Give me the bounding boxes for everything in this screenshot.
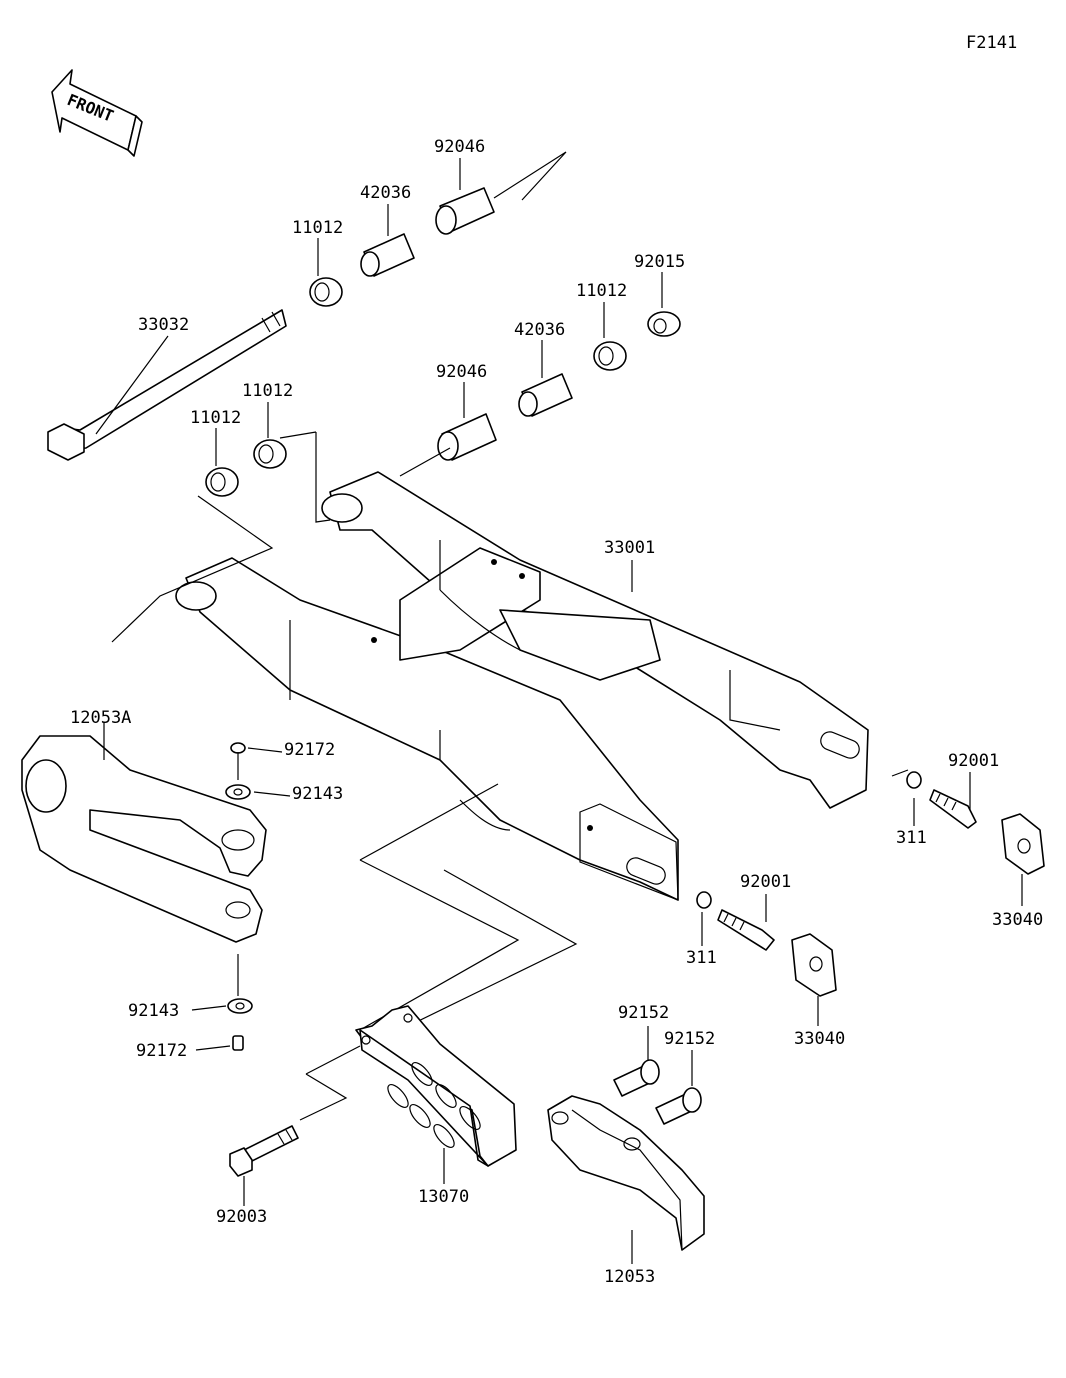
label-leaders	[95, 158, 1023, 1264]
seal-11012-mid	[593, 341, 627, 371]
label-92152-a: 92152	[618, 1003, 669, 1023]
bolt-92172-bot	[232, 1035, 244, 1051]
bolt-92172-top	[230, 742, 246, 764]
label-311-mid: 311	[686, 948, 717, 968]
nut-311-right	[906, 771, 922, 789]
label-92046-top: 92046	[434, 137, 485, 157]
seal-11012-top	[309, 277, 343, 307]
plate-33040-mid	[791, 933, 837, 997]
sleeve-42036-top	[360, 233, 415, 277]
seal-11012-b	[253, 439, 287, 469]
nut-311-mid	[696, 891, 712, 909]
label-92172-bot: 92172	[136, 1041, 187, 1061]
label-12053: 12053	[604, 1267, 655, 1287]
label-33040-mid: 33040	[794, 1029, 845, 1049]
label-11012-a: 11012	[190, 408, 241, 428]
chain-guide-12053	[547, 1095, 705, 1251]
seal-11012-a	[205, 467, 239, 497]
label-92015: 92015	[634, 252, 685, 272]
label-92143-top: 92143	[292, 784, 343, 804]
collar-92046-mid	[437, 413, 497, 461]
washer-92143-bot	[227, 998, 253, 1014]
collar-92152-b	[655, 1087, 702, 1125]
bolt-92001-right	[929, 789, 977, 829]
sleeve-42036-mid	[518, 373, 573, 417]
label-11012-mid: 11012	[576, 281, 627, 301]
label-92003: 92003	[216, 1207, 267, 1227]
figure-code: F2141	[966, 33, 1017, 53]
label-13070: 13070	[418, 1187, 469, 1207]
washer-92143-top	[225, 784, 251, 800]
label-92001-right: 92001	[948, 751, 999, 771]
label-92143-bot: 92143	[128, 1001, 179, 1021]
front-arrow-icon: FRONT	[51, 69, 143, 157]
collar-92152-a	[613, 1059, 660, 1097]
label-92152-b: 92152	[664, 1029, 715, 1049]
label-92001-mid: 92001	[740, 872, 791, 892]
label-33040-right: 33040	[992, 910, 1043, 930]
label-33001: 33001	[604, 538, 655, 558]
bolt-92001-mid	[717, 909, 775, 951]
label-92172-top: 92172	[284, 740, 335, 760]
swingarm-body	[175, 471, 869, 901]
label-11012-b: 11012	[242, 381, 293, 401]
chain-guide-13070	[355, 1005, 517, 1167]
bolt-92003	[229, 1125, 299, 1177]
label-12053A: 12053A	[70, 708, 131, 728]
label-42036-mid: 42036	[514, 320, 565, 340]
label-92046-mid: 92046	[436, 362, 487, 382]
assembly-lines	[111, 151, 909, 1121]
label-33032: 33032	[138, 315, 189, 335]
label-311-right: 311	[896, 828, 927, 848]
chain-adjuster-12053A	[21, 735, 267, 943]
pivot-shaft	[47, 309, 287, 461]
collar-92046-top	[435, 187, 495, 235]
label-11012-top: 11012	[292, 218, 343, 238]
plate-33040-right	[1001, 813, 1045, 875]
nut-92015	[647, 311, 681, 337]
label-42036-top: 42036	[360, 183, 411, 203]
